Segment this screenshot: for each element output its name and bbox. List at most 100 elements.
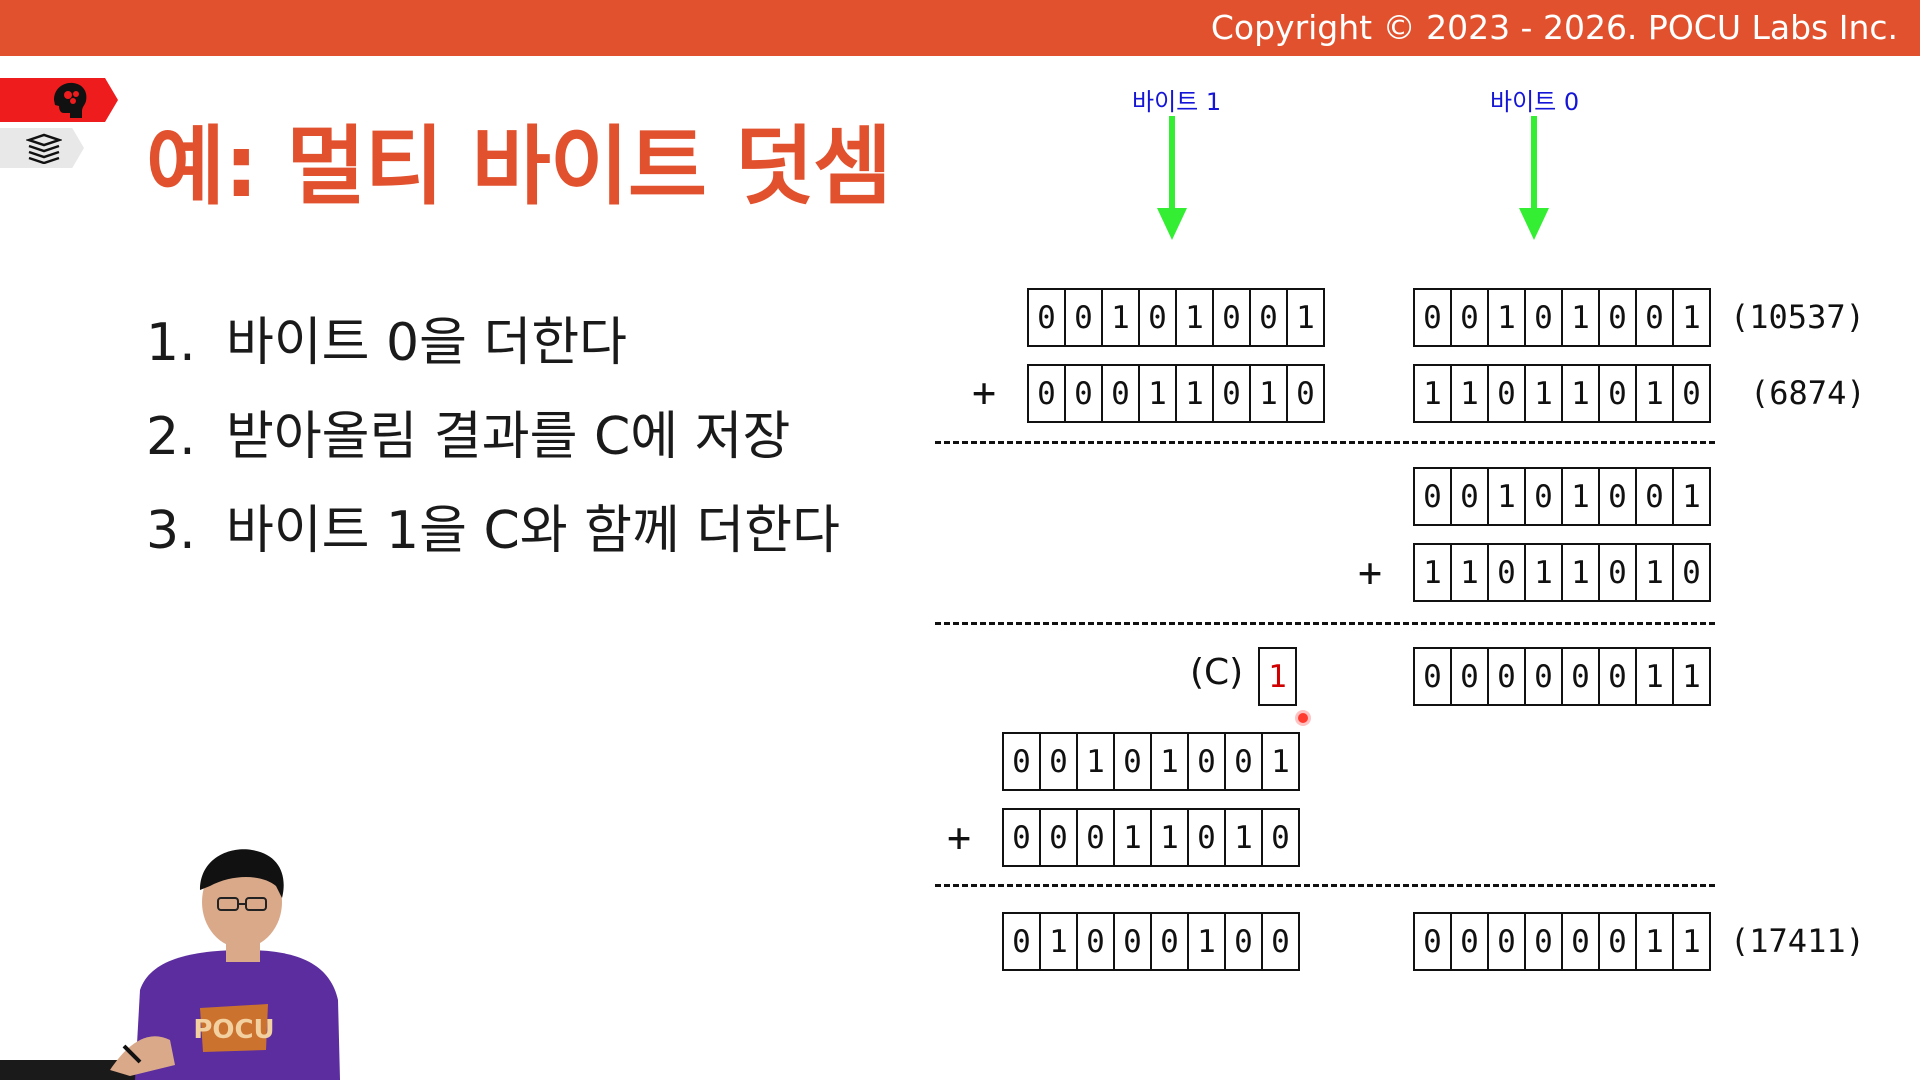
bit-cell: 1: [1682, 478, 1701, 515]
bit-cell: 0: [1029, 366, 1066, 421]
bit-cell: 0: [1004, 810, 1041, 865]
bit-cell: 0: [1637, 469, 1674, 524]
bit-cell: 0: [1152, 914, 1189, 969]
bit-cell: 0: [1682, 554, 1701, 591]
bit-cell: 0: [1140, 290, 1177, 345]
bit-cell: 0: [1452, 290, 1489, 345]
bit-cell: 0: [1526, 290, 1563, 345]
bit-cell: 0: [1526, 914, 1563, 969]
bit-cell: 1: [1563, 469, 1600, 524]
bit-cell: 0: [1637, 290, 1674, 345]
bit-cell: 0: [1415, 469, 1452, 524]
bit-cell: 1: [1526, 545, 1563, 600]
bit-cell: 1: [1682, 923, 1701, 960]
bit-cell: 0: [1600, 290, 1637, 345]
bit-cell: 0: [1103, 366, 1140, 421]
bit-cell: 0: [1682, 375, 1701, 412]
brain-icon: [54, 82, 87, 118]
bit-cell: 1: [1452, 366, 1489, 421]
bit-cell: 1: [1489, 290, 1526, 345]
bit-cell: 1: [1489, 469, 1526, 524]
bit-cell: 0: [1271, 923, 1290, 960]
step-number: 1.: [146, 313, 196, 373]
bit-cell: 0: [1489, 649, 1526, 704]
bit-cell: 1: [1251, 366, 1288, 421]
bit-cell: 0: [1526, 649, 1563, 704]
bit-cell: 0: [1489, 545, 1526, 600]
bit-cell: 1: [1271, 743, 1290, 780]
bit-cell: 0: [1029, 290, 1066, 345]
bit-cell: 0: [1600, 469, 1637, 524]
step-text: 바이트 0을 더한다: [226, 313, 628, 373]
bit-cell: 0: [1415, 649, 1452, 704]
bit-cell: 1: [1103, 290, 1140, 345]
bit-cell: 0: [1189, 810, 1226, 865]
bit-cell: 0: [1415, 290, 1452, 345]
bit-cell: 0: [1296, 375, 1315, 412]
bit-cell: 0: [1271, 819, 1290, 856]
laser-pointer: [1298, 713, 1308, 723]
bit-cell: 1: [1189, 914, 1226, 969]
divider-line: [935, 884, 1715, 887]
step-text: 받아올림 결과를 C에 저장: [226, 407, 791, 467]
decimal-value: (17411): [1730, 922, 1865, 960]
bit-cell: 0: [1066, 366, 1103, 421]
bit-cell: 0: [1214, 366, 1251, 421]
decimal-value: (6874): [1750, 374, 1866, 412]
bit-cell: 1: [1637, 366, 1674, 421]
byte0-arrow-icon: [1519, 116, 1549, 240]
bit-cell: 0: [1452, 469, 1489, 524]
bit-cell: 1: [1296, 299, 1315, 336]
bit-cell: 0: [1115, 734, 1152, 789]
bit-cell: 1: [1637, 914, 1674, 969]
step-number: 2.: [146, 407, 196, 467]
presenter-video: POCU: [0, 849, 340, 1080]
bit-cell: 1: [1637, 545, 1674, 600]
bit-cell: 1: [1452, 545, 1489, 600]
top-bar: Copyright © 2023 - 2026. POCU Labs Inc.: [0, 0, 1920, 56]
decimal-value: (10537): [1730, 298, 1865, 336]
bit-cell: 0: [1078, 810, 1115, 865]
bit-cell: 0: [1041, 734, 1078, 789]
divider-line: [935, 622, 1715, 625]
bit-cell: 0: [1004, 734, 1041, 789]
bit-cell: 1: [1041, 914, 1078, 969]
bit-cell: 0: [1563, 914, 1600, 969]
bit-cell: 1: [1226, 810, 1263, 865]
bit-cell: 0: [1415, 914, 1452, 969]
bit-cell: 0: [1526, 469, 1563, 524]
bit-cell: 0: [1214, 290, 1251, 345]
step-item: 1. 바이트 0을 더한다: [146, 300, 627, 375]
carry-label: (C): [1190, 652, 1244, 693]
bit-cell: 0: [1115, 914, 1152, 969]
bit-cell: 0: [1452, 914, 1489, 969]
bit-cell: 1: [1563, 366, 1600, 421]
byte1-label: 바이트 1: [1132, 88, 1222, 116]
bit-cell: 1: [1682, 299, 1701, 336]
bit-cell: 0: [1226, 734, 1263, 789]
byte1-arrow-icon: [1157, 116, 1187, 240]
bit-cell: 0: [1251, 290, 1288, 345]
books-icon: [26, 133, 62, 164]
plus-sign: +: [972, 370, 997, 416]
bit-cell: 0: [1563, 649, 1600, 704]
step-number: 3.: [146, 501, 196, 561]
bit-cell: 1: [1115, 810, 1152, 865]
copyright-text: Copyright © 2023 - 2026. POCU Labs Inc.: [1210, 8, 1898, 47]
bit-cell: 0: [1600, 366, 1637, 421]
step-item: 3.바이트 1을 C와 함께 더한다: [146, 488, 840, 563]
bit-cell: 1: [1415, 366, 1452, 421]
bit-cell: 1: [1415, 545, 1452, 600]
shirt-text: POCU: [193, 1015, 274, 1045]
bit-cell: 1: [1637, 649, 1674, 704]
plus-sign: +: [1358, 550, 1383, 596]
bit-cell: 0: [1004, 914, 1041, 969]
